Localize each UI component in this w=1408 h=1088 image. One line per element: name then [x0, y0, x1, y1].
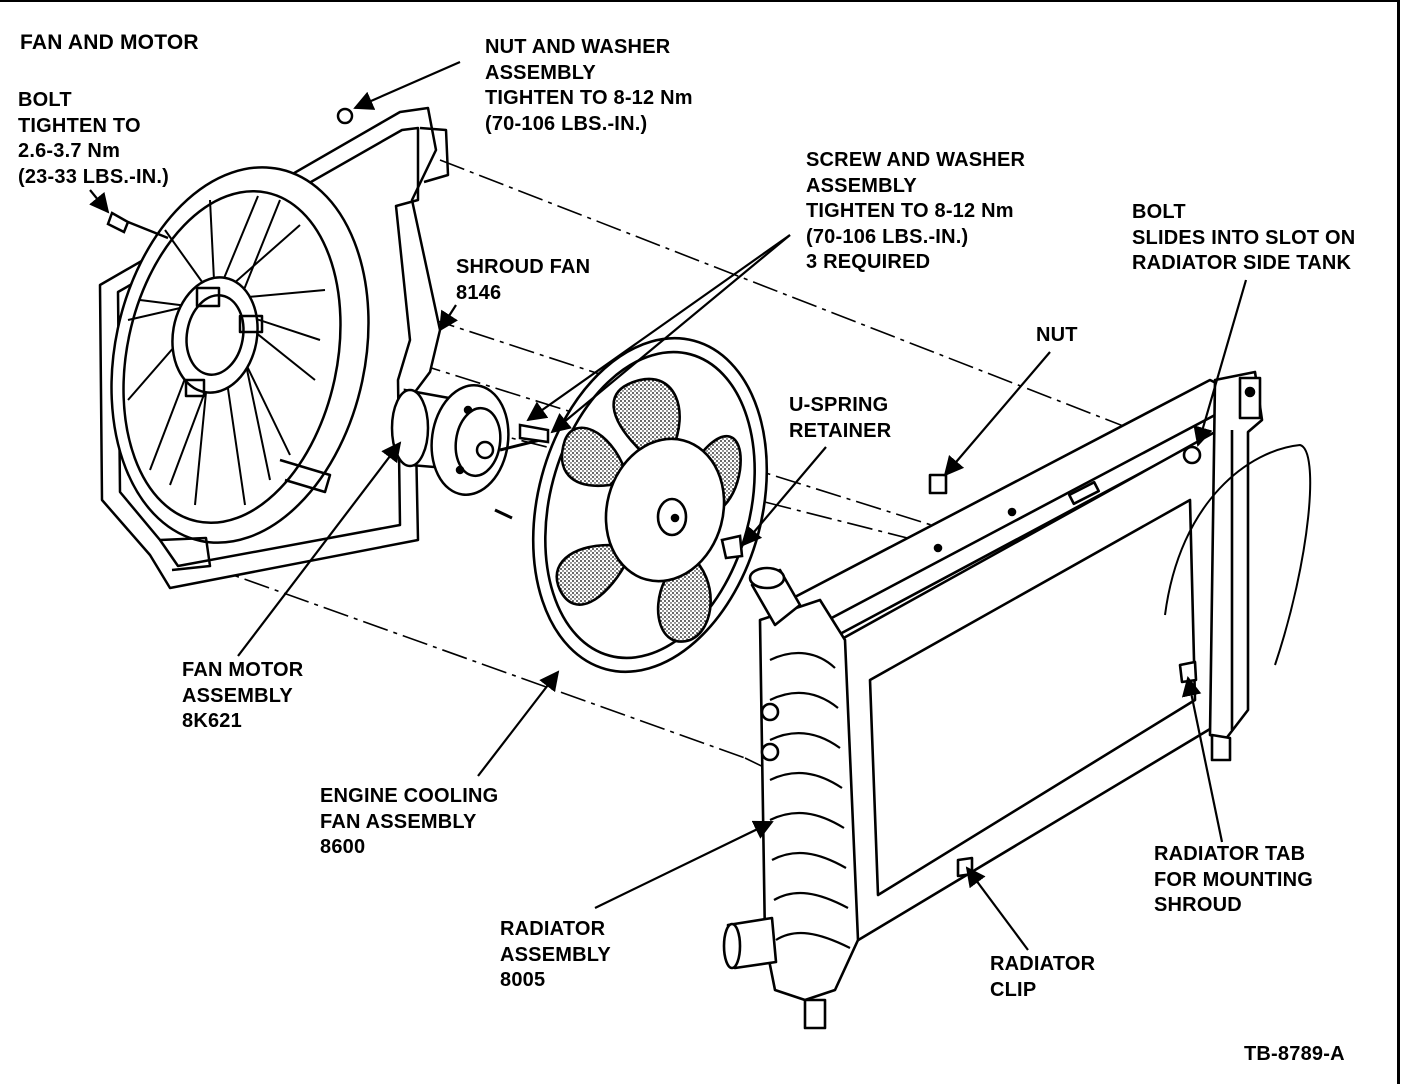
label-nut: NUT: [1036, 324, 1078, 346]
label-nut-and-washer: NUT AND WASHER ASSEMBLY TIGHTEN TO 8-12 …: [485, 36, 693, 135]
label-bolt-slides: BOLT SLIDES INTO SLOT ON RADIATOR SIDE T…: [1132, 201, 1356, 274]
label-engine-cooling-fan: ENGINE COOLING FAN ASSEMBLY 8600: [320, 785, 499, 858]
shroud-bolt: [106, 107, 354, 240]
label-u-spring-retainer: U-SPRING RETAINER: [789, 394, 892, 442]
label-radiator-assembly: RADIATOR ASSEMBLY 8005: [500, 918, 611, 991]
label-shroud-fan: SHROUD FAN 8146: [456, 256, 591, 304]
diagram-title: FAN AND MOTOR: [20, 31, 199, 54]
label-fan-motor-assembly: FAN MOTOR ASSEMBLY 8K621: [182, 659, 304, 732]
fan-motor-assembly: [390, 384, 550, 520]
figure-reference: TB-8789-A: [1244, 1043, 1345, 1065]
leader-arrows: [89, 60, 1248, 951]
label-screw-and-washer: SCREW AND WASHER ASSEMBLY TIGHTEN TO 8-1…: [806, 149, 1026, 273]
engine-cooling-fan: [531, 336, 769, 674]
shroud-fan: [98, 106, 450, 590]
radiator-assembly: [722, 370, 1264, 1030]
label-radiator-tab: RADIATOR TAB FOR MOUNTING SHROUD: [1154, 843, 1314, 916]
label-bolt: BOLT TIGHTEN TO 2.6-3.7 Nm (23-33 LBS.-I…: [18, 89, 170, 188]
radiator-wire-loop: [1164, 443, 1312, 666]
label-radiator-clip: RADIATOR CLIP: [990, 953, 1096, 1001]
